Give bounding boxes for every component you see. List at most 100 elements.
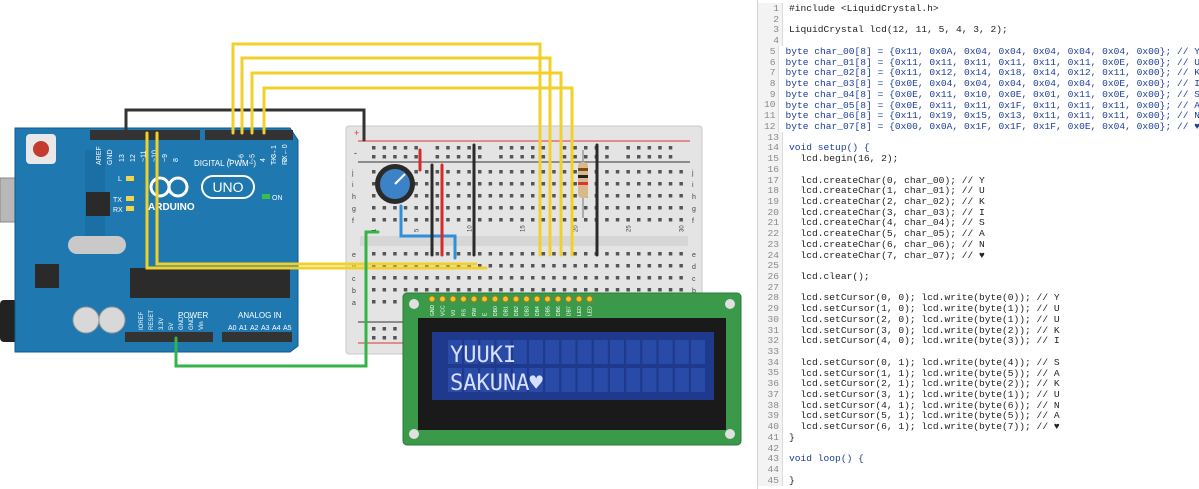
breadboard-hole[interactable] xyxy=(478,276,482,280)
breadboard-hole[interactable] xyxy=(509,264,514,268)
wire-green-5v[interactable] xyxy=(174,230,380,368)
breadboard-hole[interactable] xyxy=(679,276,683,280)
breadboard-hole[interactable] xyxy=(372,218,376,222)
rail-hole[interactable] xyxy=(562,155,567,159)
lcd-pin[interactable] xyxy=(565,295,572,303)
code-text[interactable]: lcd.setCursor(3, 0); lcd.write(byte(2));… xyxy=(789,324,1060,336)
code-line[interactable]: 26 lcd.clear(); xyxy=(758,271,1199,283)
breadboard-hole[interactable] xyxy=(425,170,429,174)
breadboard-hole[interactable] xyxy=(425,182,429,186)
code-line[interactable]: 39 lcd.setCursor(5, 1); lcd.write(byte(5… xyxy=(758,410,1199,422)
breadboard-hole[interactable] xyxy=(414,288,418,292)
breadboard-hole[interactable] xyxy=(605,288,609,292)
breadboard-hole[interactable] xyxy=(520,206,524,210)
breadboard-hole[interactable] xyxy=(552,288,556,292)
rail-hole[interactable] xyxy=(393,155,397,159)
breadboard-hole[interactable] xyxy=(541,194,546,198)
rail-hole[interactable] xyxy=(531,146,535,150)
code-line[interactable]: 16 xyxy=(758,163,1199,175)
code-text[interactable]: lcd.createChar(5, char_05); // A xyxy=(789,228,985,240)
lcd-pin[interactable] xyxy=(586,295,593,303)
breadboard-hole[interactable] xyxy=(488,182,493,186)
breadboard-hole[interactable] xyxy=(541,182,546,186)
breadboard-hole[interactable] xyxy=(372,288,376,292)
breadboard-hole[interactable] xyxy=(552,194,556,198)
code-line[interactable]: 2 xyxy=(758,13,1199,25)
lcd-pin[interactable] xyxy=(439,295,446,303)
breadboard-hole[interactable] xyxy=(573,170,577,174)
breadboard-hole[interactable] xyxy=(647,182,652,186)
breadboard-hole[interactable] xyxy=(403,252,408,256)
breadboard-hole[interactable] xyxy=(414,170,418,174)
breadboard-hole[interactable] xyxy=(488,276,493,280)
code-text[interactable]: lcd.createChar(3, char_03); // I xyxy=(789,206,985,218)
breadboard-hole[interactable] xyxy=(584,264,588,268)
breadboard-hole[interactable] xyxy=(573,206,577,210)
rail-hole[interactable] xyxy=(403,146,408,150)
breadboard-hole[interactable] xyxy=(637,252,641,256)
breadboard-hole[interactable] xyxy=(668,288,673,292)
rail-hole[interactable] xyxy=(446,146,450,150)
breadboard-hole[interactable] xyxy=(456,182,461,186)
breadboard-hole[interactable] xyxy=(446,182,450,186)
breadboard-hole[interactable] xyxy=(499,288,503,292)
breadboard-hole[interactable] xyxy=(573,182,577,186)
breadboard-hole[interactable] xyxy=(605,194,609,198)
breadboard-hole[interactable] xyxy=(658,264,662,268)
breadboard-hole[interactable] xyxy=(605,206,609,210)
code-line[interactable]: 38 lcd.setCursor(4, 1); lcd.write(byte(6… xyxy=(758,399,1199,411)
rail-hole[interactable] xyxy=(637,155,641,159)
rail-hole[interactable] xyxy=(605,146,609,150)
breadboard-hole[interactable] xyxy=(658,288,662,292)
breadboard-hole[interactable] xyxy=(647,276,652,280)
breadboard-hole[interactable] xyxy=(382,276,387,280)
breadboard-hole[interactable] xyxy=(467,182,471,186)
breadboard-hole[interactable] xyxy=(467,170,471,174)
breadboard-hole[interactable] xyxy=(531,218,535,222)
breadboard-hole[interactable] xyxy=(393,218,397,222)
breadboard-hole[interactable] xyxy=(414,194,418,198)
rail-hole[interactable] xyxy=(584,155,588,159)
breadboard-hole[interactable] xyxy=(393,288,397,292)
breadboard-hole[interactable] xyxy=(372,264,376,268)
breadboard-hole[interactable] xyxy=(509,182,514,186)
breadboard-hole[interactable] xyxy=(488,206,493,210)
breadboard-hole[interactable] xyxy=(425,252,429,256)
breadboard-hole[interactable] xyxy=(573,264,577,268)
breadboard-hole[interactable] xyxy=(668,206,673,210)
breadboard-hole[interactable] xyxy=(435,252,440,256)
breadboard-hole[interactable] xyxy=(541,206,546,210)
breadboard-hole[interactable] xyxy=(668,194,673,198)
breadboard-hole[interactable] xyxy=(488,194,493,198)
code-text[interactable]: lcd.setCursor(1, 0); lcd.write(byte(1));… xyxy=(789,303,1060,315)
code-line[interactable]: 45} xyxy=(758,474,1199,486)
code-text[interactable]: byte char_06[8] = {0x11, 0x19, 0x15, 0x1… xyxy=(785,110,1199,122)
breadboard-hole[interactable] xyxy=(615,288,620,292)
breadboard-hole[interactable] xyxy=(499,252,503,256)
breadboard-hole[interactable] xyxy=(679,170,683,174)
rail-hole[interactable] xyxy=(414,155,418,159)
breadboard-hole[interactable] xyxy=(509,194,514,198)
breadboard-hole[interactable] xyxy=(615,276,620,280)
code-line[interactable]: 23 lcd.createChar(6, char_06); // N xyxy=(758,238,1199,250)
breadboard-hole[interactable] xyxy=(499,206,503,210)
breadboard-hole[interactable] xyxy=(435,276,440,280)
breadboard-hole[interactable] xyxy=(446,252,450,256)
code-text[interactable]: lcd.createChar(7, char_07); // ♥ xyxy=(789,249,985,261)
code-text[interactable]: lcd.createChar(0, char_00); // Y xyxy=(789,174,985,186)
code-line[interactable]: 42 xyxy=(758,442,1199,454)
rail-hole[interactable] xyxy=(456,146,461,150)
rail-hole[interactable] xyxy=(499,146,503,150)
breadboard-hole[interactable] xyxy=(626,206,630,210)
breadboard-hole[interactable] xyxy=(658,218,662,222)
rail-hole[interactable] xyxy=(647,146,652,150)
rail-hole[interactable] xyxy=(573,146,577,150)
rail-hole[interactable] xyxy=(382,336,387,340)
breadboard-hole[interactable] xyxy=(456,194,461,198)
rail-hole[interactable] xyxy=(478,155,482,159)
breadboard-hole[interactable] xyxy=(520,264,524,268)
breadboard-hole[interactable] xyxy=(573,252,577,256)
breadboard-hole[interactable] xyxy=(403,206,408,210)
breadboard-hole[interactable] xyxy=(668,276,673,280)
